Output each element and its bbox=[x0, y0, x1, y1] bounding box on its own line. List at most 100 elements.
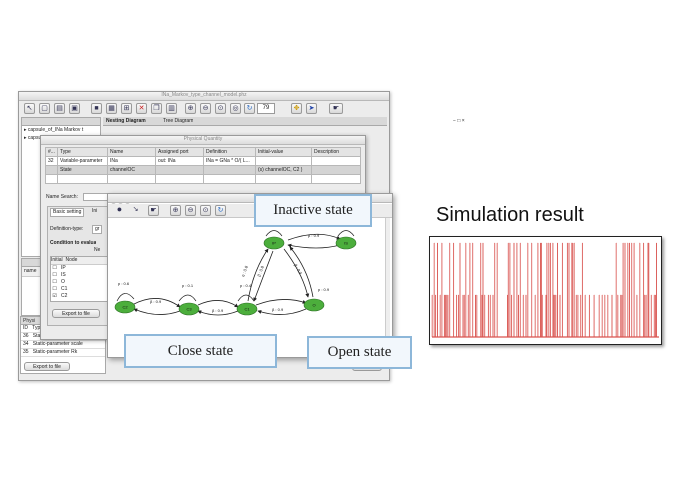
table-row[interactable]: ☐ O bbox=[51, 279, 65, 285]
tree-item[interactable]: ▸ capsule_of_INa Markov t bbox=[24, 127, 84, 133]
table-row[interactable]: 32 Variable-parameter INa out: INa INa =… bbox=[45, 156, 361, 166]
drag-icon[interactable]: ✥ bbox=[291, 103, 302, 114]
vertical-scrollbar[interactable] bbox=[385, 218, 390, 356]
node-c1[interactable] bbox=[236, 302, 258, 316]
state-nodes bbox=[114, 236, 357, 316]
cell bbox=[45, 165, 58, 175]
export-to-file-button[interactable]: Export to file bbox=[52, 309, 100, 318]
definition-type-select[interactable]: gr bbox=[92, 225, 103, 234]
tree-item[interactable]: ▸ capsu bbox=[24, 135, 42, 141]
node-c3[interactable] bbox=[178, 302, 200, 316]
save-icon[interactable]: ▣ bbox=[69, 103, 80, 114]
node-c2[interactable] bbox=[114, 300, 136, 314]
zoom-out-icon[interactable]: ⊖ bbox=[185, 205, 196, 216]
inactive-state-callout: Inactive state bbox=[254, 194, 372, 227]
name-search-label: Name Search: bbox=[46, 194, 78, 200]
edge-ip-c1[interactable] bbox=[253, 250, 274, 302]
table-row-selected[interactable]: State channelOC (s) channelOC, C2 ) bbox=[45, 165, 361, 175]
group-icon[interactable]: ⊞ bbox=[121, 103, 132, 114]
self-loop-c1 bbox=[237, 294, 255, 302]
edge-o-ip[interactable] bbox=[289, 246, 314, 298]
table-row[interactable]: ☐ IS bbox=[51, 272, 66, 278]
zoom-fit-icon[interactable]: ⊙ bbox=[200, 205, 211, 216]
edge-tool-icon[interactable]: ↘ bbox=[132, 206, 139, 213]
edge-o-c1[interactable] bbox=[257, 308, 307, 315]
condition-sub-label: Ne bbox=[94, 247, 101, 253]
edge-labels: β : 0.9 β : 0.9 β : 0.9 α : 0.8 β : 0.8 … bbox=[150, 233, 320, 313]
open-folder-icon[interactable]: ▤ bbox=[54, 103, 65, 114]
hand-icon[interactable]: ☛ bbox=[329, 103, 343, 114]
node-tool-icon[interactable]: ● bbox=[116, 204, 123, 214]
edge-label: α : 0.8 bbox=[240, 264, 249, 277]
edge-is-ip[interactable] bbox=[287, 243, 341, 249]
column-header[interactable]: #... bbox=[45, 147, 58, 157]
table-row[interactable] bbox=[45, 174, 361, 184]
column-header[interactable]: Name bbox=[107, 147, 156, 157]
cell bbox=[311, 165, 361, 175]
node-is[interactable] bbox=[335, 236, 357, 250]
table-row[interactable]: ☐ IP bbox=[51, 265, 66, 271]
table-row[interactable]: 34 Static-parameter scale bbox=[21, 341, 105, 349]
cell: 32 bbox=[45, 156, 58, 166]
node-ip[interactable] bbox=[263, 236, 285, 250]
tab-basic-setting[interactable]: Basic setting bbox=[50, 208, 85, 217]
cell: INa = GNa * O/( L... bbox=[203, 156, 256, 166]
zoom-fit-icon[interactable]: ⊙ bbox=[215, 103, 226, 114]
stop-icon[interactable]: ■ bbox=[91, 103, 102, 114]
node-o[interactable] bbox=[303, 298, 325, 312]
zoom-reset-icon[interactable]: ◎ bbox=[230, 103, 241, 114]
refresh-icon[interactable]: ↻ bbox=[215, 205, 226, 216]
window-title: INa_Markov_type_channel_model.phz bbox=[19, 92, 389, 101]
column-header[interactable]: Assigned port bbox=[155, 147, 204, 157]
export-to-file-button[interactable]: Export to file bbox=[24, 362, 70, 371]
select-arrow-icon[interactable]: ➤ bbox=[306, 103, 317, 114]
hand-icon[interactable]: ☛ bbox=[148, 205, 159, 216]
table-row[interactable]: ☑ C2 bbox=[51, 293, 68, 299]
edge-c3-c2[interactable] bbox=[133, 308, 181, 315]
node-label: C1 bbox=[244, 307, 250, 312]
self-loop-c3 bbox=[178, 294, 197, 302]
column-header[interactable]: Description bbox=[311, 147, 361, 157]
cell bbox=[311, 156, 361, 166]
close-state-callout: Close state bbox=[124, 334, 277, 368]
node-labels: C2 C3 C1 O IP IS bbox=[122, 241, 348, 312]
cell bbox=[255, 156, 312, 166]
edge-c3-c1[interactable] bbox=[197, 300, 239, 308]
edge-label: β : 0.9 bbox=[293, 263, 303, 276]
column-header[interactable]: Type bbox=[57, 147, 108, 157]
zoom-in-icon[interactable]: ⊕ bbox=[185, 103, 196, 114]
self-loop-c2 bbox=[116, 293, 135, 302]
refresh-icon[interactable]: ↻ bbox=[244, 103, 255, 114]
trace-line bbox=[431, 242, 657, 338]
delete-icon[interactable]: ✕ bbox=[136, 103, 147, 114]
tab-tree-diagram[interactable]: Tree Diagram bbox=[163, 118, 194, 124]
layout-icon[interactable]: ▦ bbox=[106, 103, 117, 114]
self-loops bbox=[116, 230, 355, 302]
physical-quantity-table: #... Type Name Assigned port Definition … bbox=[45, 147, 361, 184]
copy-icon[interactable]: ❐ bbox=[151, 103, 162, 114]
window-controls-icon[interactable]: − □ × bbox=[453, 118, 465, 124]
cell bbox=[155, 165, 204, 175]
zoom-in-icon[interactable]: ⊕ bbox=[170, 205, 181, 216]
column-header[interactable]: Definition bbox=[203, 147, 256, 157]
nesting-tab-bar: Nesting Diagram Tree Diagram − □ × bbox=[103, 117, 465, 126]
self-loop-ip bbox=[265, 230, 283, 237]
new-file-icon[interactable]: ▢ bbox=[39, 103, 50, 114]
edge-c1-c3[interactable] bbox=[197, 310, 239, 316]
paste-icon[interactable]: ▥ bbox=[166, 103, 177, 114]
edge-ip-o[interactable] bbox=[283, 248, 310, 298]
zoom-input[interactable]: 79 bbox=[257, 103, 275, 114]
tab-nesting-diagram[interactable]: Nesting Diagram bbox=[106, 118, 146, 124]
edge-label: β : 0.9 bbox=[212, 308, 224, 313]
edge-c2-c3[interactable] bbox=[131, 298, 181, 308]
edge-c1-o[interactable] bbox=[255, 299, 307, 306]
table-row[interactable]: 35 Static-parameter Rk bbox=[21, 349, 105, 357]
pointer-icon[interactable]: ↖ bbox=[24, 103, 35, 114]
edge-ip-is[interactable] bbox=[287, 233, 341, 241]
physical-quantity-title: Physical Quantity bbox=[41, 136, 365, 145]
tab-ini[interactable]: Ini bbox=[92, 208, 98, 214]
zoom-out-icon[interactable]: ⊖ bbox=[200, 103, 211, 114]
table-row[interactable]: ☐ C1 bbox=[51, 286, 68, 292]
rate-label: p : 0.1 bbox=[182, 283, 194, 288]
column-header[interactable]: Initial-value bbox=[255, 147, 312, 157]
